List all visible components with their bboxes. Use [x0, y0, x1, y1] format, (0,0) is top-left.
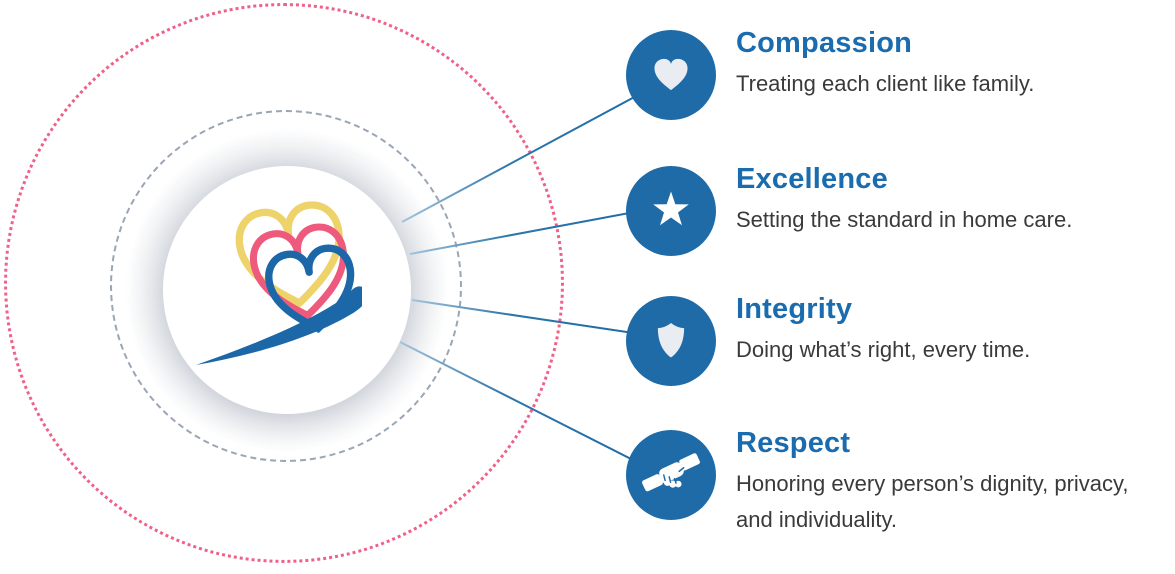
- value-title: Integrity: [736, 293, 853, 325]
- value-title: Excellence: [736, 163, 888, 195]
- heart-icon: [626, 30, 716, 120]
- value-row-respect: Respect Honoring every person’s dignity,…: [626, 427, 1136, 538]
- value-text-integrity: Integrity Doing what’s right, every time…: [736, 292, 1030, 368]
- value-text-respect: Respect Honoring every person’s dignity,…: [736, 426, 1136, 538]
- blue-swoosh: [196, 286, 362, 365]
- value-row-excellence: Excellence Setting the standard in home …: [626, 163, 1072, 256]
- shield-icon: [626, 296, 716, 386]
- value-row-integrity: Integrity Doing what’s right, every time…: [626, 293, 1030, 386]
- star-icon: [626, 166, 716, 256]
- logo-circle: [163, 166, 411, 414]
- value-row-compassion: Compassion Treating each client like fam…: [626, 27, 1034, 120]
- value-description: Doing what’s right, every time.: [736, 336, 1031, 362]
- value-text-compassion: Compassion Treating each client like fam…: [736, 26, 1034, 102]
- value-description: Setting the standard in home care.: [736, 206, 1073, 232]
- value-text-excellence: Excellence Setting the standard in home …: [736, 162, 1072, 238]
- triple-hearts-swoosh-logo: [196, 196, 362, 365]
- inner-dashed-ring: [110, 110, 462, 462]
- value-title: Respect: [736, 427, 851, 459]
- value-description: Honoring every person’s dignity, privacy…: [736, 470, 1129, 533]
- value-description: Treating each client like family.: [736, 70, 1035, 96]
- handshake-icon: [626, 430, 716, 520]
- value-title: Compassion: [736, 27, 913, 59]
